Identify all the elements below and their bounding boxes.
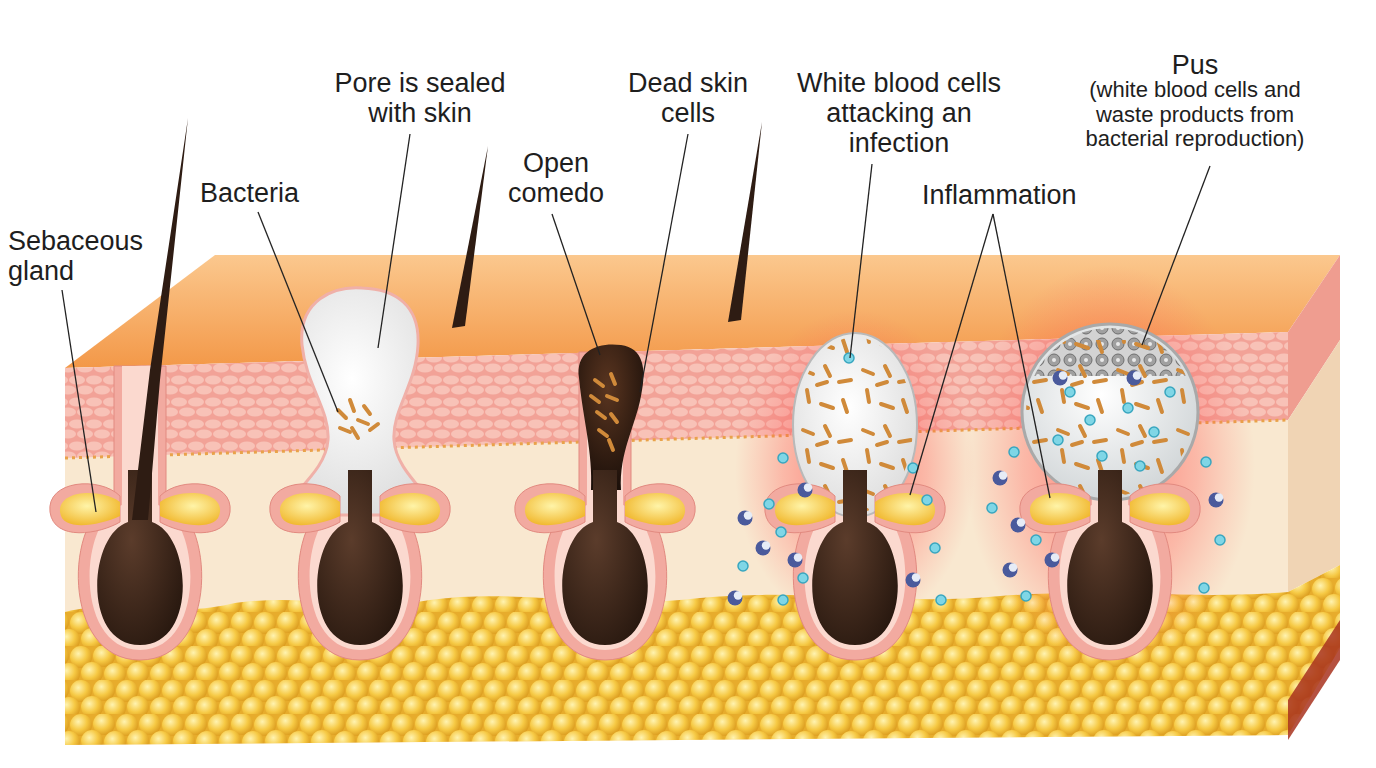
closed-comedo (358, 420, 368, 424)
inflamed-papule (930, 543, 940, 553)
open-comedo (562, 470, 648, 645)
open-comedo (607, 396, 617, 400)
skin-slab (1288, 340, 1340, 592)
leader-line (62, 290, 96, 512)
pustule (1065, 387, 1075, 397)
inflamed-papule (728, 591, 743, 606)
inflamed-papule (812, 470, 898, 645)
inflamed-papule (738, 511, 753, 526)
closed-comedo (338, 410, 346, 418)
open-comedo (515, 344, 695, 660)
pustule (987, 503, 997, 513)
inflamed-papule (778, 453, 788, 463)
pustule (1021, 591, 1031, 601)
closed-comedo (364, 406, 370, 414)
closed-comedo (370, 424, 378, 430)
pustule (1123, 403, 1133, 413)
inflamed-papule (778, 595, 788, 605)
inflamed-papule (906, 573, 921, 588)
part-label: (white blood cells and waste products fr… (1062, 78, 1328, 152)
open-comedo (599, 430, 607, 436)
pustule (993, 471, 1008, 486)
normal-follicle (132, 118, 188, 520)
part-label: Pus (1165, 50, 1225, 80)
open-comedo (609, 440, 613, 450)
closed-comedo (270, 288, 450, 660)
hair-shaft (728, 122, 762, 322)
open-comedo (611, 374, 615, 384)
leader-line (993, 214, 1050, 498)
leader-line (552, 214, 600, 355)
pustule (1135, 461, 1145, 471)
inflamed-papule (756, 541, 771, 556)
part-label: White blood cells attacking an infection (796, 68, 1002, 159)
leader-line (910, 214, 993, 495)
open-comedo (591, 396, 599, 402)
pustule (987, 324, 1225, 660)
hair-shaft (452, 122, 762, 328)
pustule (1031, 535, 1041, 545)
pustule (1053, 435, 1063, 445)
part-label: Open comedo (485, 148, 627, 208)
pustule (1215, 535, 1225, 545)
part-label: Dead skin cells (606, 68, 770, 128)
open-comedo (597, 412, 605, 418)
part-label: Inflammation (922, 180, 1112, 210)
inflamed-papule (776, 527, 786, 537)
leader-line (850, 164, 872, 358)
closed-comedo (352, 428, 358, 438)
closed-comedo (340, 428, 350, 432)
inflamed-papule (728, 330, 947, 660)
inflamed-papule (798, 573, 808, 583)
pustule (1011, 518, 1026, 533)
skin-slab (1288, 620, 1340, 740)
pustule (1209, 493, 1224, 508)
closed-comedo (338, 400, 378, 438)
open-comedo (591, 374, 617, 450)
open-comedo (611, 414, 617, 422)
pustule (1003, 563, 1018, 578)
pustule (1165, 387, 1175, 397)
pustule (1199, 583, 1209, 593)
inflamed-papule (922, 495, 932, 505)
pustule (1053, 371, 1068, 386)
leader-line (62, 134, 1210, 512)
pustule (1067, 470, 1153, 645)
leader-line (640, 134, 688, 392)
inflamed-papule (844, 353, 854, 363)
pustule (1127, 371, 1142, 386)
closed-comedo (317, 470, 403, 645)
closed-comedo (350, 400, 354, 411)
inflamed-papule (738, 561, 748, 571)
leader-line (378, 134, 410, 348)
pustule (1009, 447, 1019, 457)
inflamed-papule (798, 483, 813, 498)
part-label: Sebaceous gland (8, 226, 158, 286)
inflamed-papule (788, 553, 803, 568)
inflamed-papule (936, 595, 946, 605)
pustule (1201, 457, 1211, 467)
pustule (1149, 427, 1159, 437)
open-comedo (579, 344, 644, 490)
pustule (1085, 415, 1095, 425)
inflammation-glow (965, 265, 1255, 665)
leader-line (258, 212, 338, 412)
part-label: Pore is sealed with skin (318, 68, 522, 128)
inflamed-papule (764, 499, 774, 509)
inflammation-glow (735, 265, 1255, 665)
hair-shaft (452, 146, 488, 328)
leader-line (1142, 166, 1210, 345)
open-comedo (595, 380, 603, 386)
skin-slab (65, 332, 1288, 745)
pustule (1045, 553, 1060, 568)
part-label: Bacteria (200, 178, 330, 208)
pustule (1097, 451, 1107, 461)
